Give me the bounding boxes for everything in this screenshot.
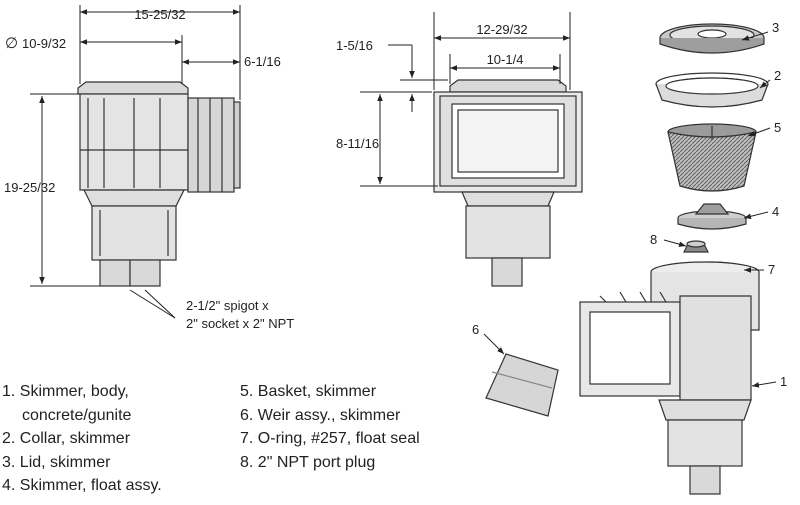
dim-overall-height: 19-25/32 [4, 180, 55, 195]
legend-column-2: 5. Basket, skimmer 6. Weir assy., skimme… [240, 380, 420, 474]
callout-8: 8 [650, 232, 657, 247]
part-4-float-drawing [677, 203, 747, 230]
dim-offset: 6-1/16 [244, 54, 281, 69]
dim-overall-width: 15-25/32 [134, 7, 185, 22]
part-2-collar-drawing [655, 72, 769, 108]
diameter-symbol: ∅ [5, 35, 18, 52]
callout-5: 5 [774, 120, 781, 135]
dim-top-drop: 1-5/16 [336, 38, 373, 53]
callout-1: 1 [780, 374, 787, 389]
legend-item: concrete/gunite [22, 406, 132, 424]
callout-2: 2 [774, 68, 781, 83]
part-6-weir-drawing [485, 353, 559, 417]
callout-4: 4 [772, 204, 779, 219]
legend-item: 3. Lid, skimmer [2, 453, 111, 471]
legend-item: 4. Skimmer, float assy. [2, 477, 162, 494]
legend-item: 1. Skimmer, body, [2, 383, 129, 400]
front-view-dimension-lines [360, 12, 571, 187]
legend-item: 7. O-ring, #257, float seal [240, 430, 420, 447]
callout-6: 6 [472, 322, 479, 337]
dim-diameter: 10-9/32 [22, 36, 66, 51]
dim-front-width: 12-29/32 [476, 22, 527, 37]
side-view-dimension-lines [30, 5, 241, 319]
port-note-line1: 2-1/2" spigot x [186, 298, 269, 313]
side-view-drawing [77, 81, 241, 287]
front-view-drawing [433, 79, 583, 287]
part-1-body-drawing [579, 261, 760, 495]
legend-column-1: 1. Skimmer, body, concrete/gunite 2. Col… [2, 380, 162, 498]
dim-opening-width: 10-1/4 [487, 52, 524, 67]
legend-item: 6. Weir assy., skimmer [240, 406, 401, 424]
callout-leader-lines [483, 31, 777, 388]
legend-item: 8. 2" NPT port plug [240, 453, 376, 471]
part-8-port-plug-drawing [683, 240, 709, 253]
legend-item: 2. Collar, skimmer [2, 430, 131, 447]
port-note-line2: 2" socket x 2" NPT [186, 316, 294, 331]
legend-item: 5. Basket, skimmer [240, 383, 377, 400]
callout-7: 7 [768, 262, 775, 277]
callout-3: 3 [772, 20, 779, 35]
part-5-basket-drawing [667, 123, 757, 192]
part-3-lid-drawing [659, 23, 765, 54]
dim-opening-height: 8-11/16 [336, 136, 379, 151]
